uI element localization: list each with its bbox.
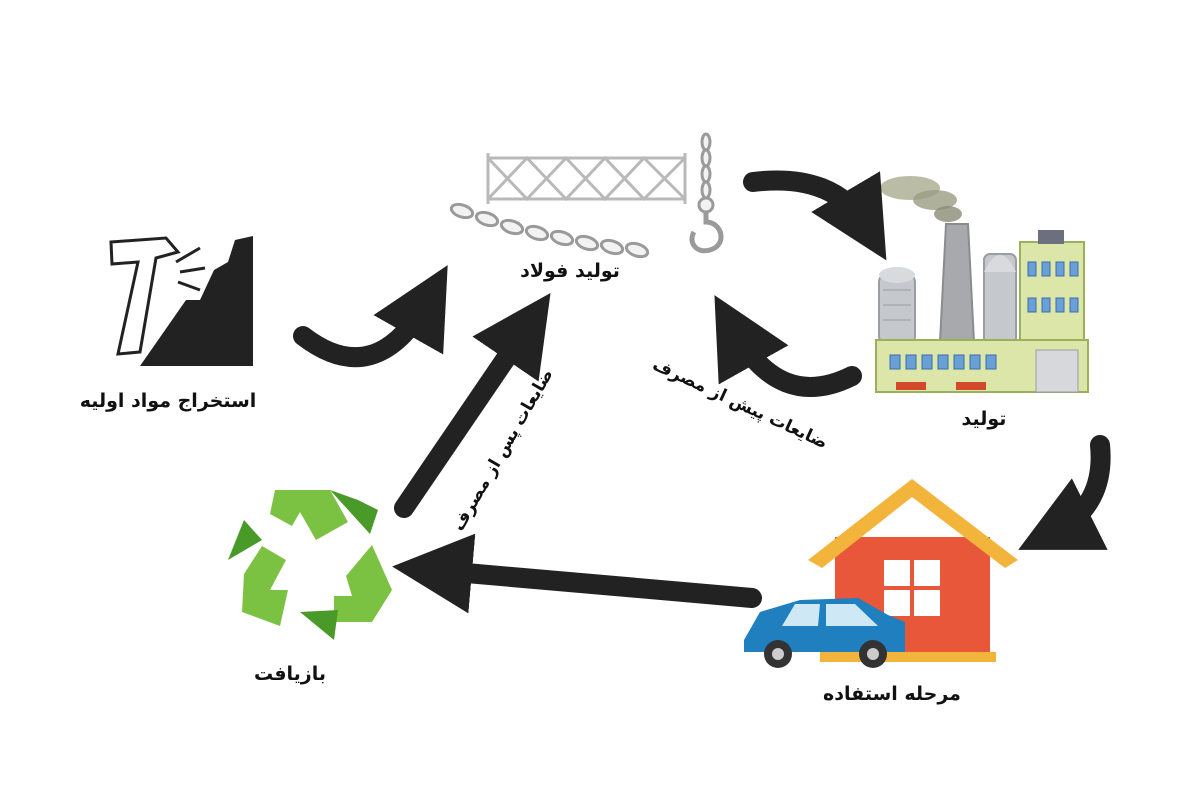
node-label-recycling: بازیافت xyxy=(253,663,327,685)
car-icon xyxy=(744,598,905,668)
arrow-steel-to-production xyxy=(743,170,887,261)
arrow-production-to-usage xyxy=(1018,435,1111,550)
factory-icon xyxy=(875,176,1089,393)
arrow-recycling-to-steel xyxy=(394,292,551,518)
arrow-usage-to-recycling xyxy=(392,533,762,614)
steel-truss-icon xyxy=(486,153,687,204)
node-label-usage: مرحله استفاده xyxy=(823,683,961,705)
recycle-icon xyxy=(228,490,392,640)
arrow-production-to-steel xyxy=(714,295,862,397)
node-label-extraction: استخراج مواد اولیه xyxy=(79,390,257,412)
crane-hook-icon xyxy=(689,132,724,254)
arrow-extraction-to-steel xyxy=(293,265,448,368)
node-label-steel: تولید فولاد xyxy=(520,260,620,282)
pickaxe-rock-icon xyxy=(109,236,253,366)
flow-arrows xyxy=(293,170,1111,614)
chain-icon xyxy=(449,202,650,259)
node-label-production: تولید xyxy=(961,408,1007,430)
